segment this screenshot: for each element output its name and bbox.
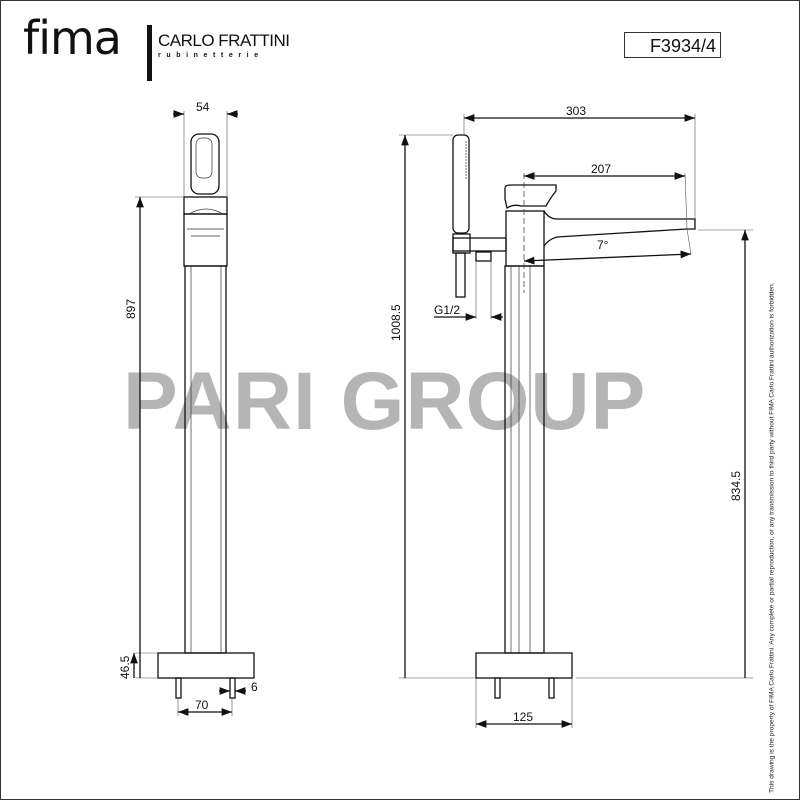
- logo-divider: [147, 25, 152, 81]
- stud-side-left: [494, 677, 501, 699]
- dim-6: 6: [251, 680, 258, 694]
- mixer-body-side: [505, 210, 545, 267]
- dim-834-5: 834.5: [729, 471, 743, 501]
- dim-1008-5: 1008.5: [389, 304, 403, 341]
- shower-holder: [452, 233, 471, 254]
- hose-connector: [475, 251, 492, 262]
- dim-303: 303: [566, 104, 586, 118]
- mixer-handle: [504, 184, 557, 210]
- hand-shower-front: [190, 133, 220, 195]
- base-side: [475, 652, 573, 679]
- hand-shower-side: [452, 134, 470, 234]
- carlo-frattini-logo: CARLO FRATTINI: [158, 31, 290, 50]
- front-view: 54 897 46.5 70 6: [118, 100, 258, 716]
- dim-207: 207: [591, 162, 611, 176]
- dim-125: 125: [513, 710, 533, 724]
- dim-54: 54: [196, 100, 210, 114]
- dim-46-5: 46.5: [118, 655, 132, 679]
- model-code: F3934/4: [624, 32, 721, 58]
- base-front: [157, 652, 255, 679]
- dim-897: 897: [124, 299, 138, 319]
- side-view: 303 207 7° G1/2 1008.5 834.5 125: [389, 104, 753, 728]
- shower-nozzles: [195, 137, 213, 179]
- dim-g1-2: G1/2: [434, 303, 460, 317]
- rubinetterie-logo: rubinetterie: [158, 52, 264, 59]
- stud-left: [175, 677, 182, 699]
- dim-70: 70: [195, 698, 209, 712]
- holder-arm: [452, 237, 507, 252]
- mixer-body: [183, 213, 228, 267]
- mixer-head: [183, 196, 228, 215]
- copyright-disclaimer: This drawing is the property of FIMA Car…: [768, 282, 776, 793]
- spout: [543, 210, 696, 247]
- watermark: PARI GROUP: [123, 356, 647, 447]
- stud-side-right: [548, 677, 555, 699]
- hose-tube: [455, 252, 466, 298]
- fima-logo: fima: [23, 11, 122, 65]
- dim-7-degrees: 7°: [597, 238, 609, 252]
- stud-right: [229, 677, 236, 699]
